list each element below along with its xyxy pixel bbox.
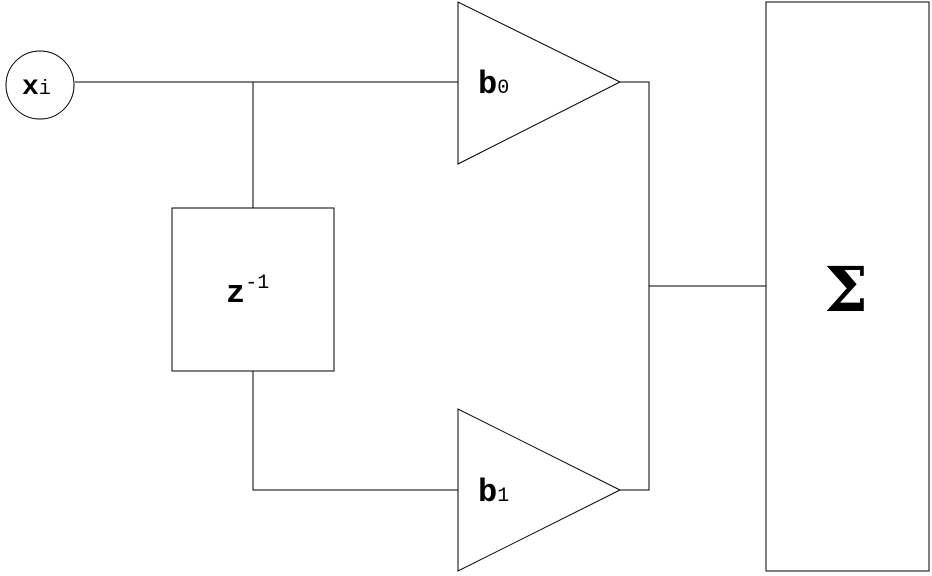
- input-node-circle: [5, 50, 75, 120]
- delay-symbol: z: [226, 275, 245, 312]
- delay-box: [171, 207, 335, 372]
- gain-b1-symbol: b: [478, 474, 497, 511]
- gain-b0: b0: [457, 1, 622, 165]
- input-symbol: x: [22, 72, 39, 103]
- svg-text:xi: xi: [22, 72, 51, 103]
- delay-exponent: -1: [245, 272, 269, 295]
- gain-b0-triangle: [457, 1, 622, 165]
- summer-block: Σ: [765, 1, 930, 572]
- gain-b1-subscript: 1: [497, 485, 509, 508]
- wire-b0-output: [620, 81, 650, 286]
- summer-box: [765, 1, 930, 572]
- svg-text:b1: b1: [478, 474, 509, 511]
- input-node: xi: [5, 50, 75, 120]
- summer-symbol: Σ: [824, 253, 868, 326]
- gain-b0-subscript: 0: [497, 77, 509, 100]
- wire-delay-to-b1: [252, 371, 458, 491]
- gain-b0-symbol: b: [478, 66, 497, 103]
- input-subscript: i: [39, 78, 51, 101]
- gain-b1-triangle: [457, 408, 622, 572]
- delay-block: z-1: [171, 207, 335, 372]
- svg-text:z-1: z-1: [226, 272, 269, 312]
- wire-b1-output: [620, 286, 650, 491]
- gain-b1: b1: [457, 408, 622, 572]
- svg-text:b0: b0: [478, 66, 509, 103]
